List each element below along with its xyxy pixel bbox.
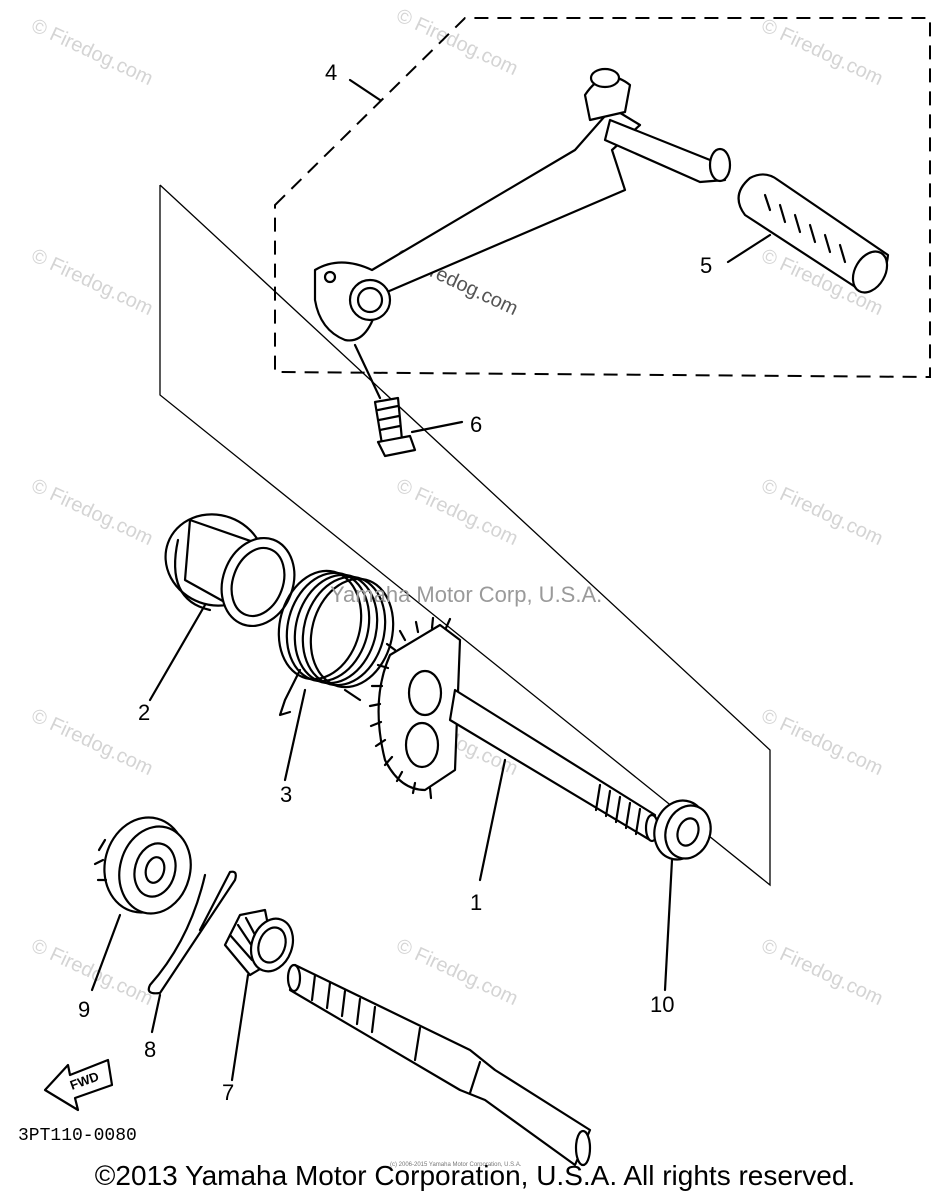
callout-3: 3 [280, 782, 292, 807]
callouts: 4 5 6 2 3 1 10 9 8 7 [78, 60, 712, 1105]
kick-axle [368, 616, 660, 843]
copyright-notice: ©2013 Yamaha Motor Corporation, U.S.A. A… [94, 1160, 856, 1191]
watermark: © Firedog.com [28, 15, 156, 90]
callout-2: 2 [138, 700, 150, 725]
kick-grip [737, 173, 890, 294]
pinion-gear [223, 908, 295, 977]
watermark: © Firedog.com [758, 935, 886, 1010]
callout-10: 10 [650, 992, 674, 1017]
callout-9: 9 [78, 997, 90, 1022]
callout-4: 4 [325, 60, 337, 85]
callout-6: 6 [470, 412, 482, 437]
callout-8: 8 [144, 1037, 156, 1062]
small-notice: (c) 2006-2015 Yamaha Motor Corporation, … [390, 1162, 522, 1168]
watermark: © Firedog.com [28, 935, 156, 1010]
assembly-box-4 [274, 17, 931, 379]
diagram-code: 3PT110-0080 [18, 1126, 137, 1146]
leader-lines [90, 78, 772, 1082]
group-outline [159, 184, 771, 887]
callout-5: 5 [700, 253, 712, 278]
bolt [353, 343, 417, 458]
watermark: © Firedog.com [393, 935, 521, 1010]
spring-cover [164, 513, 296, 628]
kick-crank [313, 67, 732, 342]
watermark: © Firedog.com [393, 475, 521, 550]
callout-7: 7 [222, 1080, 234, 1105]
callout-1: 1 [470, 890, 482, 915]
torsion-spring [277, 569, 395, 717]
fwd-arrow-icon: FWD [43, 1058, 114, 1112]
watermark: © Firedog.com [28, 245, 156, 320]
watermark: © Firedog.com [758, 475, 886, 550]
watermark: © Firedog.com [758, 705, 886, 780]
watermark: © Firedog.com [758, 15, 886, 90]
kick-gear [93, 816, 192, 915]
washer [653, 799, 712, 861]
main-axle [286, 963, 592, 1167]
watermark: © Firedog.com [28, 475, 156, 550]
center-watermark: Yamaha Motor Corp, U.S.A. [330, 582, 602, 607]
clip [147, 870, 237, 995]
